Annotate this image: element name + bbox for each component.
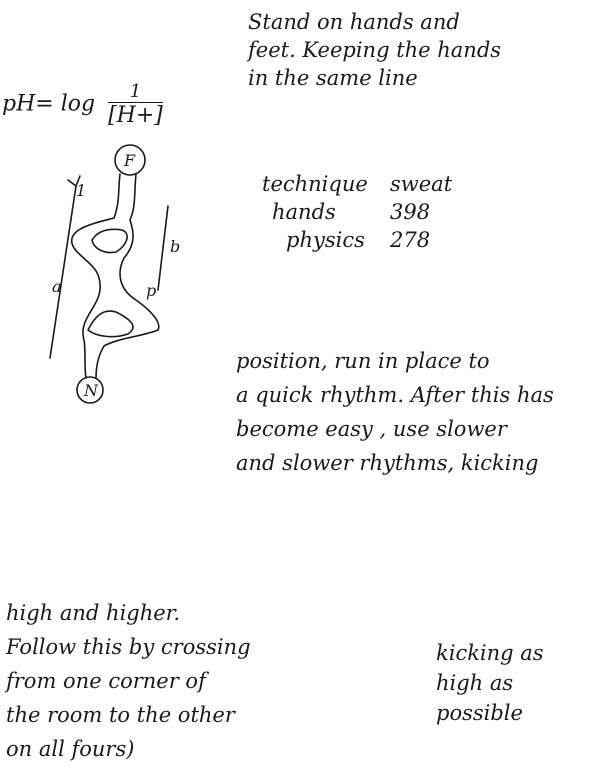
bottom-node-label: N [83, 381, 99, 400]
bottom-right-line: possible [436, 698, 544, 728]
right-path [96, 174, 159, 378]
label-b: b [170, 237, 180, 256]
bottom-right-line: high as [436, 668, 544, 698]
table-row: hands 398 [262, 198, 452, 226]
bottom-right-note: kicking as high as possible [436, 638, 544, 728]
bottom-left-line: from one corner of [6, 664, 251, 698]
table-cell-label: physics [262, 226, 390, 254]
formula-denominator: [H+] [108, 102, 163, 127]
top-note: Stand on hands and feet. Keeping the han… [248, 8, 501, 92]
table-header: technique [262, 170, 390, 198]
top-note-line: feet. Keeping the hands [248, 36, 501, 64]
technique-table: technique sweat hands 398 physics 278 [262, 170, 452, 254]
top-note-line: in the same line [248, 64, 501, 92]
mid-note: position, run in place to a quick rhythm… [236, 344, 554, 480]
bottom-left-line: Follow this by crossing [6, 630, 251, 664]
mid-note-line: position, run in place to [236, 344, 554, 378]
path-diagram: F N 1 a b p [40, 140, 200, 420]
mid-note-line: and slower rhythms, kicking [236, 446, 554, 480]
left-path [72, 174, 120, 378]
ph-formula: pH= log 1 [H+] [2, 82, 163, 127]
table-row: physics 278 [262, 226, 452, 254]
formula-numerator: 1 [108, 82, 163, 102]
label-a: a [52, 277, 62, 296]
table-cell-value: 278 [390, 226, 430, 254]
inner-loop-lower [88, 311, 133, 337]
bottom-right-line: kicking as [436, 638, 544, 668]
table-cell-value: 398 [390, 198, 430, 226]
table-cell-label: hands [262, 198, 390, 226]
formula-fraction: 1 [H+] [108, 82, 163, 127]
bottom-left-line: on all fours) [6, 732, 251, 766]
arrow-label: 1 [76, 181, 86, 200]
top-note-line: Stand on hands and [248, 8, 501, 36]
mid-note-line: become easy , use slower [236, 412, 554, 446]
bottom-left-line: the room to the other [6, 698, 251, 732]
inner-loop-upper [92, 229, 127, 252]
table-header: sweat [390, 170, 452, 198]
formula-prefix: pH= log [2, 92, 95, 117]
table-header-row: technique sweat [262, 170, 452, 198]
right-line [158, 206, 168, 290]
bottom-left-note: high and higher. Follow this by crossing… [6, 596, 251, 766]
top-node-label: F [123, 151, 136, 170]
bottom-left-line: high and higher. [6, 596, 251, 630]
left-arrow-line [50, 186, 76, 358]
label-p: p [146, 281, 156, 300]
mid-note-line: a quick rhythm. After this has [236, 378, 554, 412]
